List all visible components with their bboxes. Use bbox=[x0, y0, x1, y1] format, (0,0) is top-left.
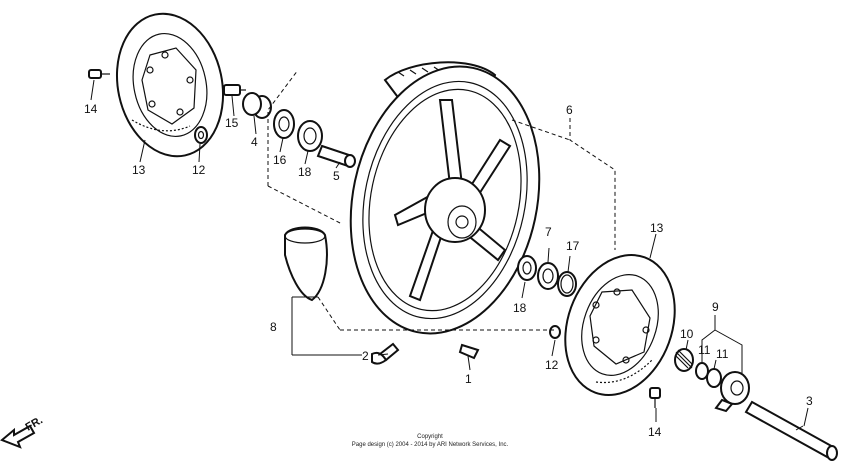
callout-4: 4 bbox=[251, 135, 258, 149]
callout-6: 6 bbox=[566, 103, 573, 117]
callout-12-right: 12 bbox=[545, 358, 559, 372]
right-washer bbox=[549, 325, 561, 339]
circlip bbox=[557, 271, 577, 297]
gear-washer-a bbox=[695, 362, 709, 380]
side-collar bbox=[242, 92, 272, 119]
callout-18-right: 18 bbox=[513, 301, 527, 315]
callout-7: 7 bbox=[545, 225, 552, 239]
callout-3: 3 bbox=[806, 394, 813, 408]
left-washer bbox=[194, 126, 208, 144]
valve-cap bbox=[458, 343, 480, 360]
callout-2: 2 bbox=[362, 349, 369, 363]
leader-lines bbox=[90, 69, 809, 431]
callout-12-left: 12 bbox=[192, 163, 206, 177]
copyright-notice: Copyright Page design (c) 2004 - 2014 by… bbox=[300, 433, 560, 449]
copyright-line-1: Copyright bbox=[417, 434, 443, 440]
callout-14-right: 14 bbox=[648, 425, 662, 439]
front-axle bbox=[744, 400, 838, 461]
tire-section-lower bbox=[284, 226, 328, 302]
copyright-line-2: Page design (c) 2004 - 2014 by ARI Netwo… bbox=[351, 442, 509, 448]
bearing-left bbox=[273, 109, 295, 139]
callout-13-right: 13 bbox=[650, 221, 664, 235]
speedometer-gearbox bbox=[714, 371, 750, 413]
callout-5: 5 bbox=[333, 169, 340, 183]
callout-15: 15 bbox=[225, 116, 239, 130]
left-brake-disc bbox=[115, 12, 225, 158]
bearing-right bbox=[297, 120, 323, 152]
speedometer-gear bbox=[674, 348, 694, 372]
callout-10: 10 bbox=[680, 327, 694, 341]
callout-11-a: 11 bbox=[698, 343, 711, 357]
tire-valve bbox=[371, 342, 400, 365]
left-disc-bolt bbox=[88, 69, 110, 79]
dust-seal bbox=[537, 262, 559, 290]
direction-label: FR. bbox=[24, 414, 45, 433]
callout-9: 9 bbox=[712, 300, 719, 314]
right-brake-disc bbox=[564, 254, 676, 396]
callout-11-b: 11 bbox=[716, 347, 729, 361]
right-disc-bolt bbox=[649, 387, 661, 408]
callout-18-left: 18 bbox=[298, 165, 312, 179]
callout-1: 1 bbox=[465, 372, 472, 386]
bearing-right-side bbox=[517, 255, 537, 281]
callout-16: 16 bbox=[273, 153, 287, 167]
axle-bolt bbox=[223, 84, 246, 96]
distance-collar bbox=[316, 144, 356, 168]
callout-17: 17 bbox=[566, 239, 580, 253]
callout-13-left: 13 bbox=[132, 163, 146, 177]
callout-8: 8 bbox=[270, 320, 277, 334]
gear-washer-b bbox=[706, 368, 722, 388]
wheel-rim bbox=[349, 65, 541, 335]
front-direction-arrow bbox=[0, 424, 36, 449]
callout-14-left: 14 bbox=[84, 102, 98, 116]
